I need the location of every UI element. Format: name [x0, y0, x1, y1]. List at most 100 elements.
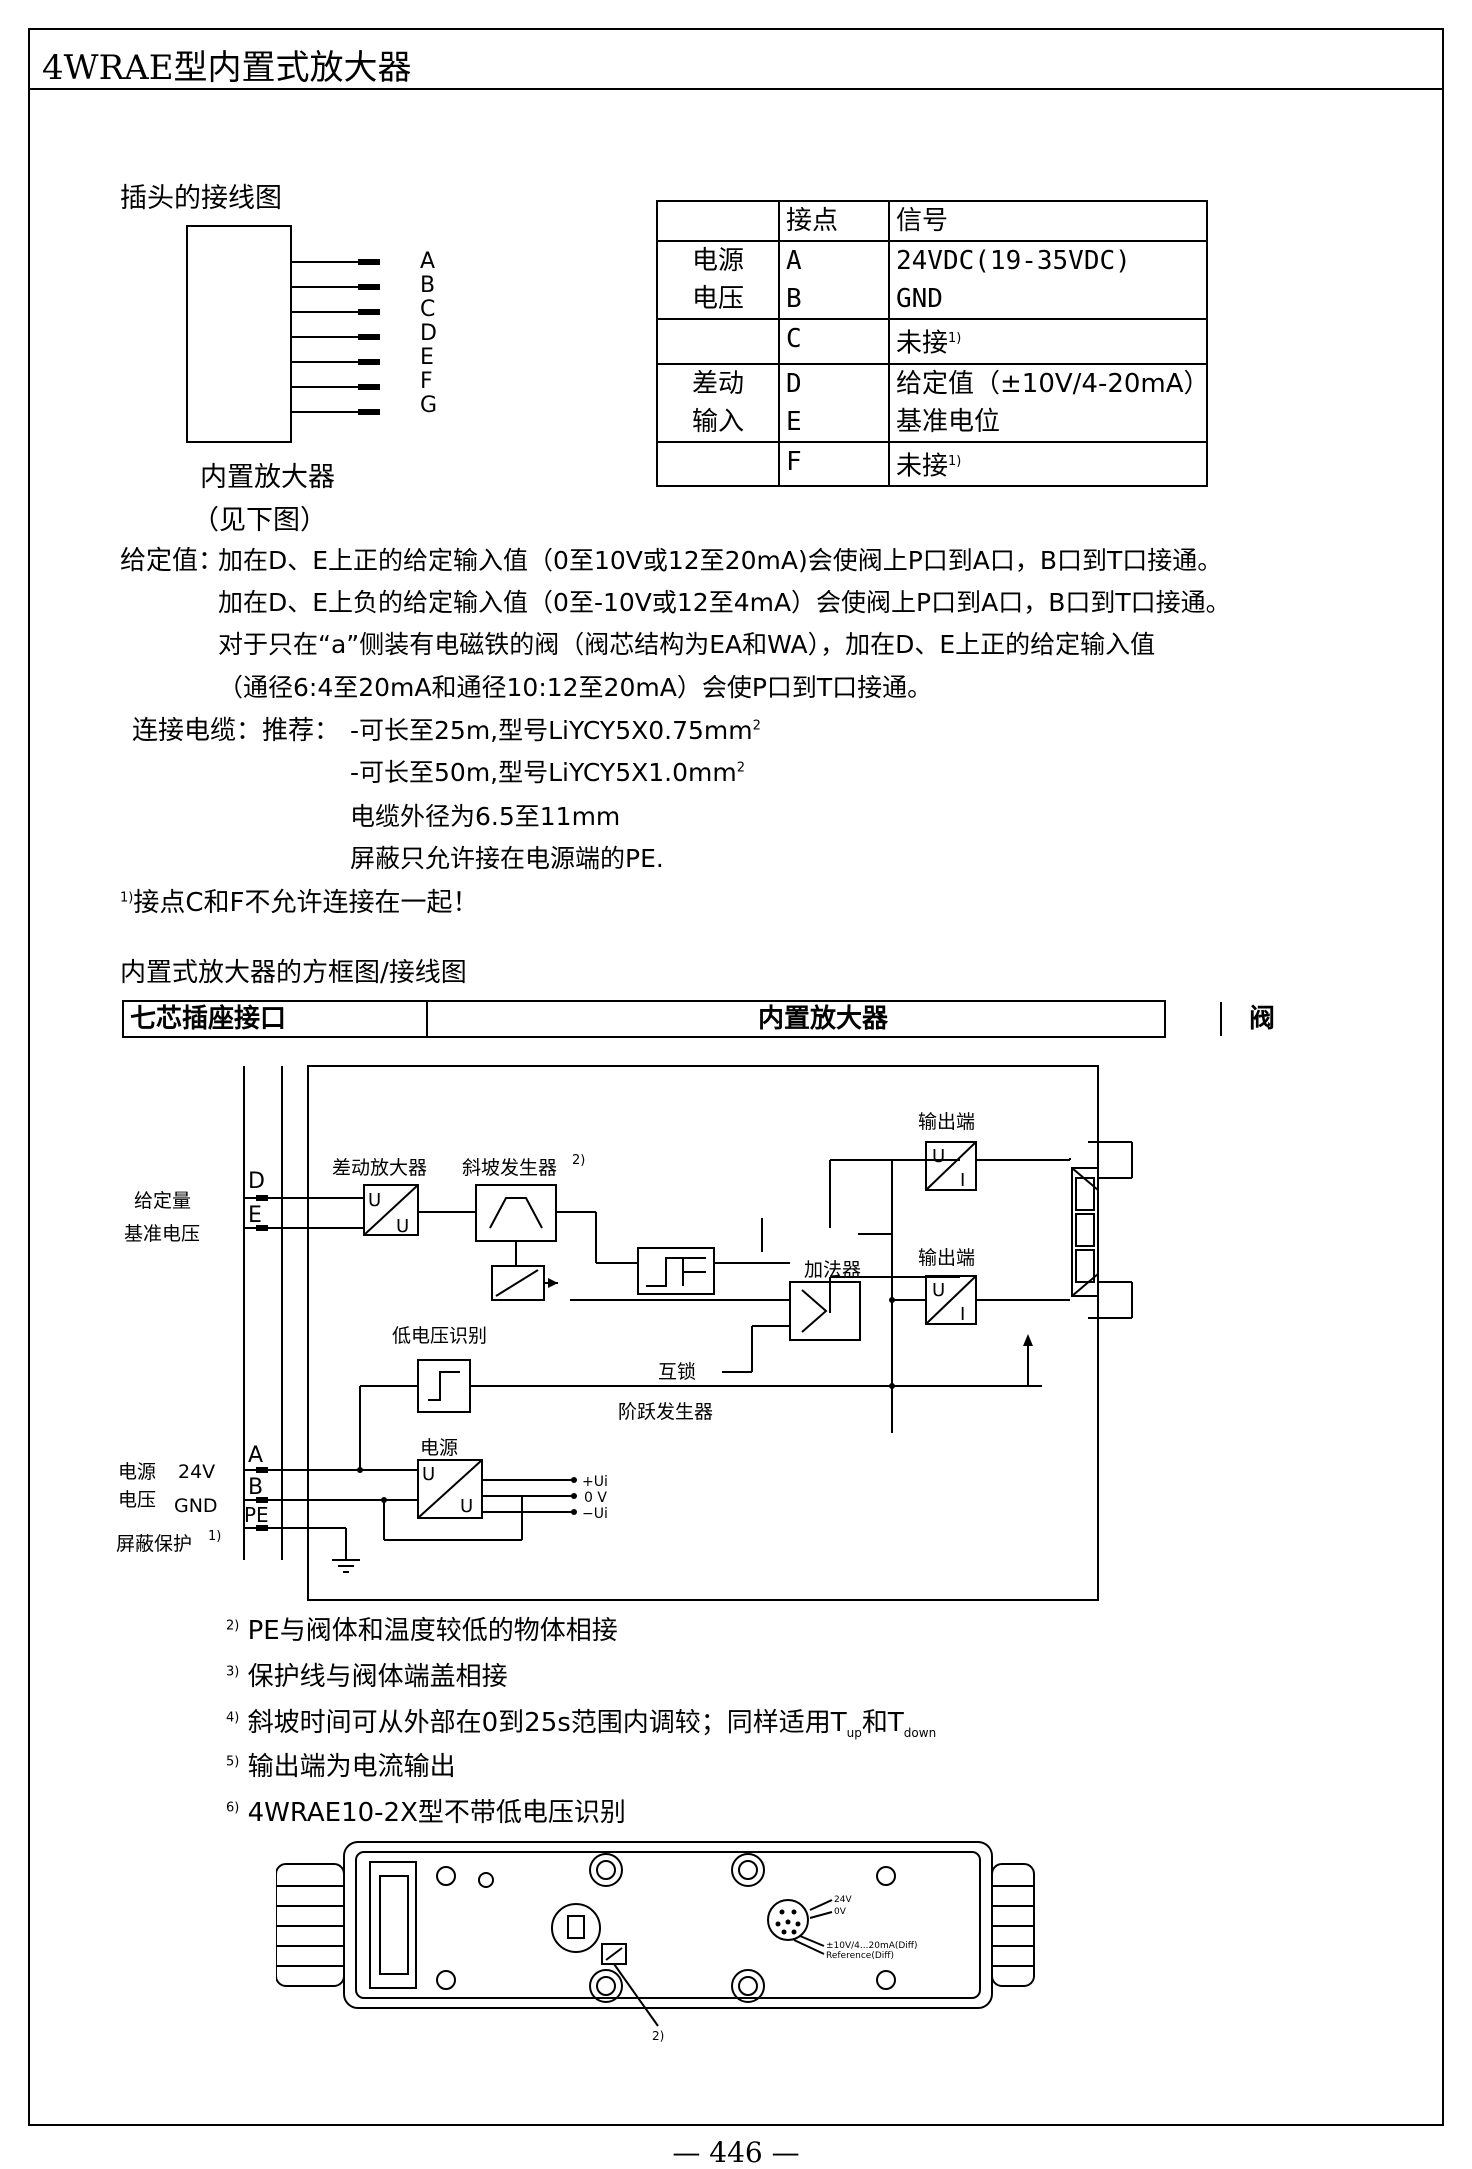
cell-text: 未接 [896, 451, 949, 482]
label-setpoint: 给定量 [134, 1190, 191, 1212]
signal-table: 接点 信号 电源 A 24VDC(19-35VDC) 电压 B GND C 未接… [656, 200, 1210, 488]
cable-spec-3: 电缆外径为6.5至11mm [350, 802, 621, 831]
shield-note: 1) [208, 1529, 221, 1544]
footnote-mark: 6) [226, 1800, 240, 1816]
label-24v: 24V [178, 1461, 215, 1483]
header-col-connector: 七芯插座接口 [130, 1002, 428, 1036]
block-power: 电源 [420, 1437, 458, 1459]
valve-label-ref: Reference(Diff) [826, 1951, 894, 1961]
block-adder: 加法器 [804, 1259, 861, 1281]
pin-label: A [420, 249, 435, 274]
table-cell: 电压 [656, 280, 780, 320]
glyph-u: U [396, 1216, 409, 1237]
label-reference: 基准电压 [124, 1223, 200, 1245]
table-cell [656, 440, 780, 488]
subscript: up [846, 1726, 862, 1741]
table-row: 电源 A 24VDC(19-35VDC) [656, 240, 1208, 280]
label-gnd: GND [174, 1495, 218, 1517]
table-cell: 24VDC(19-35VDC) [888, 240, 1208, 280]
glyph-u: U [422, 1464, 435, 1485]
table-cell: E [778, 402, 890, 443]
rail-zero: 0 V [584, 1490, 607, 1506]
footnote-mark: 4) [226, 1710, 240, 1726]
valve-label-0v: 0V [834, 1907, 847, 1917]
label-power-1: 电源 [118, 1461, 156, 1483]
valve-callout: 2) [652, 2029, 664, 2043]
table-header [656, 200, 780, 242]
glyph-u: U [932, 1146, 945, 1167]
cell-text: 未接 [896, 328, 949, 359]
glyph-u: U [932, 1280, 945, 1301]
setpoint-text-2: 加在D、E上负的给定输入值（0至-10V或12至4mA）会使阀上P口到A口，B口… [218, 588, 1231, 617]
pin-d: D [248, 1169, 265, 1194]
pin-b: B [248, 1475, 263, 1500]
table-cell: 基准电位 [888, 402, 1208, 443]
pin-label: E [420, 345, 434, 370]
table-cell: C [778, 318, 890, 365]
table-cell: A [778, 240, 890, 280]
glyph-u: U [368, 1190, 381, 1211]
rail-plus: +Ui [582, 1474, 608, 1490]
pin-label: F [420, 369, 433, 394]
setpoint-text-1: 加在D、E上正的给定输入值（0至10V或12至20mA)会使阀上P口到A口，B口… [218, 546, 1223, 575]
table-row: F 未接1) [656, 440, 1208, 488]
rail-minus: −Ui [582, 1506, 608, 1522]
table-header-row: 接点 信号 [656, 200, 1208, 242]
valve-label-setpoint: ±10V/4...20mA(Diff) [826, 1941, 918, 1951]
table-cell: GND [888, 280, 1208, 320]
cable-label: 连接电缆：推荐： [132, 716, 341, 746]
plug-diagram: A B C D E F G [186, 225, 437, 443]
footnote-mark: 1) [948, 331, 962, 346]
block-step-gen: 阶跃发生器 [618, 1401, 713, 1423]
block-diff-amp: 差动放大器 [332, 1157, 427, 1179]
superscript: 2 [736, 760, 745, 776]
valve-drawing: 24V 0V ±10V/4...20mA(Diff) Reference(Dif… [276, 1841, 1035, 2043]
note-text: 输出端为电流输出 [247, 1752, 456, 1782]
glyph-i: I [960, 1170, 965, 1191]
pin-e: E [248, 1203, 262, 1228]
pin-a: A [248, 1443, 263, 1468]
glyph-i: I [960, 1304, 965, 1325]
page-number: — 446 — [672, 2136, 800, 2169]
block-header-bar: 七芯插座接口 内置放大器 阀 [122, 1000, 1275, 1038]
cable-spec-1: -可长至25m,型号LiYCY5X0.75mm2 [350, 711, 761, 747]
block-low-voltage: 低电压识别 [392, 1325, 487, 1347]
block-interlock: 互锁 [658, 1361, 696, 1383]
table-cell: F [778, 440, 890, 488]
setpoint-label: 给定值： [120, 546, 225, 576]
note-text: 接点C和F不允许连接在一起！ [133, 888, 479, 918]
pin-pe: PE [244, 1503, 269, 1527]
header-divider-line [1220, 1002, 1222, 1036]
footnote-mark: 1) [120, 890, 134, 906]
label-power-2: 电压 [118, 1489, 156, 1511]
table-cell [656, 318, 780, 365]
label-shield: 屏蔽保护 [116, 1533, 192, 1555]
footnote-mark: 3) [226, 1664, 240, 1680]
block-diagram: 给定量 基准电压 电源 24V 电压 GND 屏蔽保护 1) D E A B P… [116, 1065, 1133, 1601]
table-cell: B [778, 280, 890, 320]
note-6: 6) 4WRAE10-2X型不带低电压识别 [226, 1792, 626, 1829]
pin-label: D [420, 321, 437, 346]
footnote-mark: 5) [226, 1754, 240, 1770]
note-text: PE与阀体和温度较低的物体相接 [247, 1616, 618, 1646]
table-cell: 输入 [656, 402, 780, 443]
superscript: 2 [752, 718, 761, 734]
pin-label: G [420, 393, 437, 418]
table-row: 电压 B GND [656, 280, 1208, 320]
footnote-mark: 2) [226, 1618, 240, 1634]
table-cell: 给定值（±10V/4-20mA） [888, 362, 1210, 403]
table-row: 差动 D 给定值（±10V/4-20mA） [656, 362, 1210, 403]
table-header: 信号 [888, 200, 1208, 242]
table-cell: 差动 [656, 362, 780, 403]
block-output-bottom: 输出端 [918, 1247, 975, 1269]
note-2: 2) PE与阀体和温度较低的物体相接 [226, 1610, 618, 1647]
page-frame [28, 28, 1444, 2126]
cable-spec-text: -可长至25m,型号LiYCY5X0.75mm [350, 716, 753, 745]
plug-caption-sub: （见下图） [192, 505, 327, 536]
glyph-u: U [460, 1496, 473, 1517]
table-header: 接点 [778, 200, 890, 242]
setpoint-text-4: （通径6:4至20mA和通径10:12至20mA）会使P口到T口接通。 [218, 673, 933, 702]
note-text: 斜坡时间可从外部在0到25s范围内调较；同样适用T [247, 1708, 847, 1738]
note-5: 5) 输出端为电流输出 [226, 1746, 456, 1783]
table-cell: 电源 [656, 240, 780, 280]
